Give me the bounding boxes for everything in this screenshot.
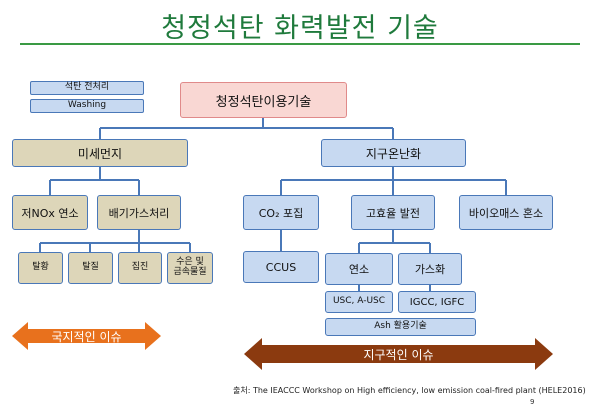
leaf-mercury-metals: 수은 및 금속물질 xyxy=(167,252,213,284)
leaf-dust-collection: 집진 xyxy=(118,252,162,284)
node-flue-gas: 배기가스처리 xyxy=(97,195,181,230)
leaf-mercury-label-2: 금속물질 xyxy=(173,267,207,277)
leaf-desulfurization: 탈황 xyxy=(18,252,63,284)
source-note: 출처: The IEACCC Workshop on High efficien… xyxy=(233,386,586,395)
node-global-warming-label: 지구온난화 xyxy=(365,146,422,161)
node-combustion: 연소 xyxy=(325,253,393,285)
node-ash-utilization: Ash 활용기술 xyxy=(325,318,476,336)
node-high-efficiency: 고효율 발전 xyxy=(351,195,435,230)
node-usc: USC, A-USC xyxy=(325,291,393,313)
node-low-nox-label: 저NOx 연소 xyxy=(21,206,79,220)
slide-title: 청정석탄 화력발전 기술 xyxy=(161,13,439,44)
node-low-nox: 저NOx 연소 xyxy=(12,195,88,230)
node-gasification-label: 가스화 xyxy=(414,263,446,276)
pre-treat-box-washing: Washing xyxy=(30,99,144,113)
node-combustion-label: 연소 xyxy=(348,263,370,276)
node-global-warming: 지구온난화 xyxy=(321,139,466,167)
leaf-denitrification-label: 탈질 xyxy=(82,262,99,273)
node-ash-label: Ash 활용기술 xyxy=(374,321,427,332)
node-ccus-label: CCUS xyxy=(265,260,297,274)
node-fine-dust-label: 미세먼지 xyxy=(77,146,123,161)
pre-treat-label-washing: Washing xyxy=(67,100,107,111)
leaf-desulfurization-label: 탈황 xyxy=(32,262,49,273)
global-issue-label: 지구적인 이슈 xyxy=(363,347,434,362)
page-number: 9 xyxy=(530,398,535,406)
node-gasification: 가스화 xyxy=(398,253,462,285)
node-co2-capture: CO₂ 포집 xyxy=(243,195,319,230)
node-biomass: 바이오매스 혼소 xyxy=(459,195,553,230)
leaf-mercury-label-1: 수은 및 xyxy=(176,257,204,268)
node-igcc-label: IGCC, IGFC xyxy=(409,296,465,308)
global-issue-arrow xyxy=(244,338,553,370)
node-high-efficiency-label: 고효율 발전 xyxy=(365,206,421,220)
root-label: 청정석탄이용기술 xyxy=(215,94,312,110)
node-ccus: CCUS xyxy=(243,251,319,283)
leaf-dust-collection-label: 집진 xyxy=(131,262,149,273)
node-fine-dust: 미세먼지 xyxy=(12,139,188,167)
node-co2-capture-label: CO₂ 포집 xyxy=(258,206,304,220)
pre-treat-box-coal: 석탄 전처리 xyxy=(30,81,144,95)
local-issue-label: 국지적인 이슈 xyxy=(51,329,122,344)
node-igcc: IGCC, IGFC xyxy=(398,291,476,313)
pre-treat-label-coal: 석탄 전처리 xyxy=(64,82,110,93)
title-underline xyxy=(20,43,580,45)
root-node: 청정석탄이용기술 xyxy=(180,82,347,118)
node-biomass-label: 바이오매스 혼소 xyxy=(468,206,544,220)
local-issue-arrow xyxy=(12,322,161,350)
leaf-denitrification: 탈질 xyxy=(68,252,113,284)
node-usc-label: USC, A-USC xyxy=(332,296,386,307)
node-flue-gas-label: 배기가스처리 xyxy=(108,206,170,220)
